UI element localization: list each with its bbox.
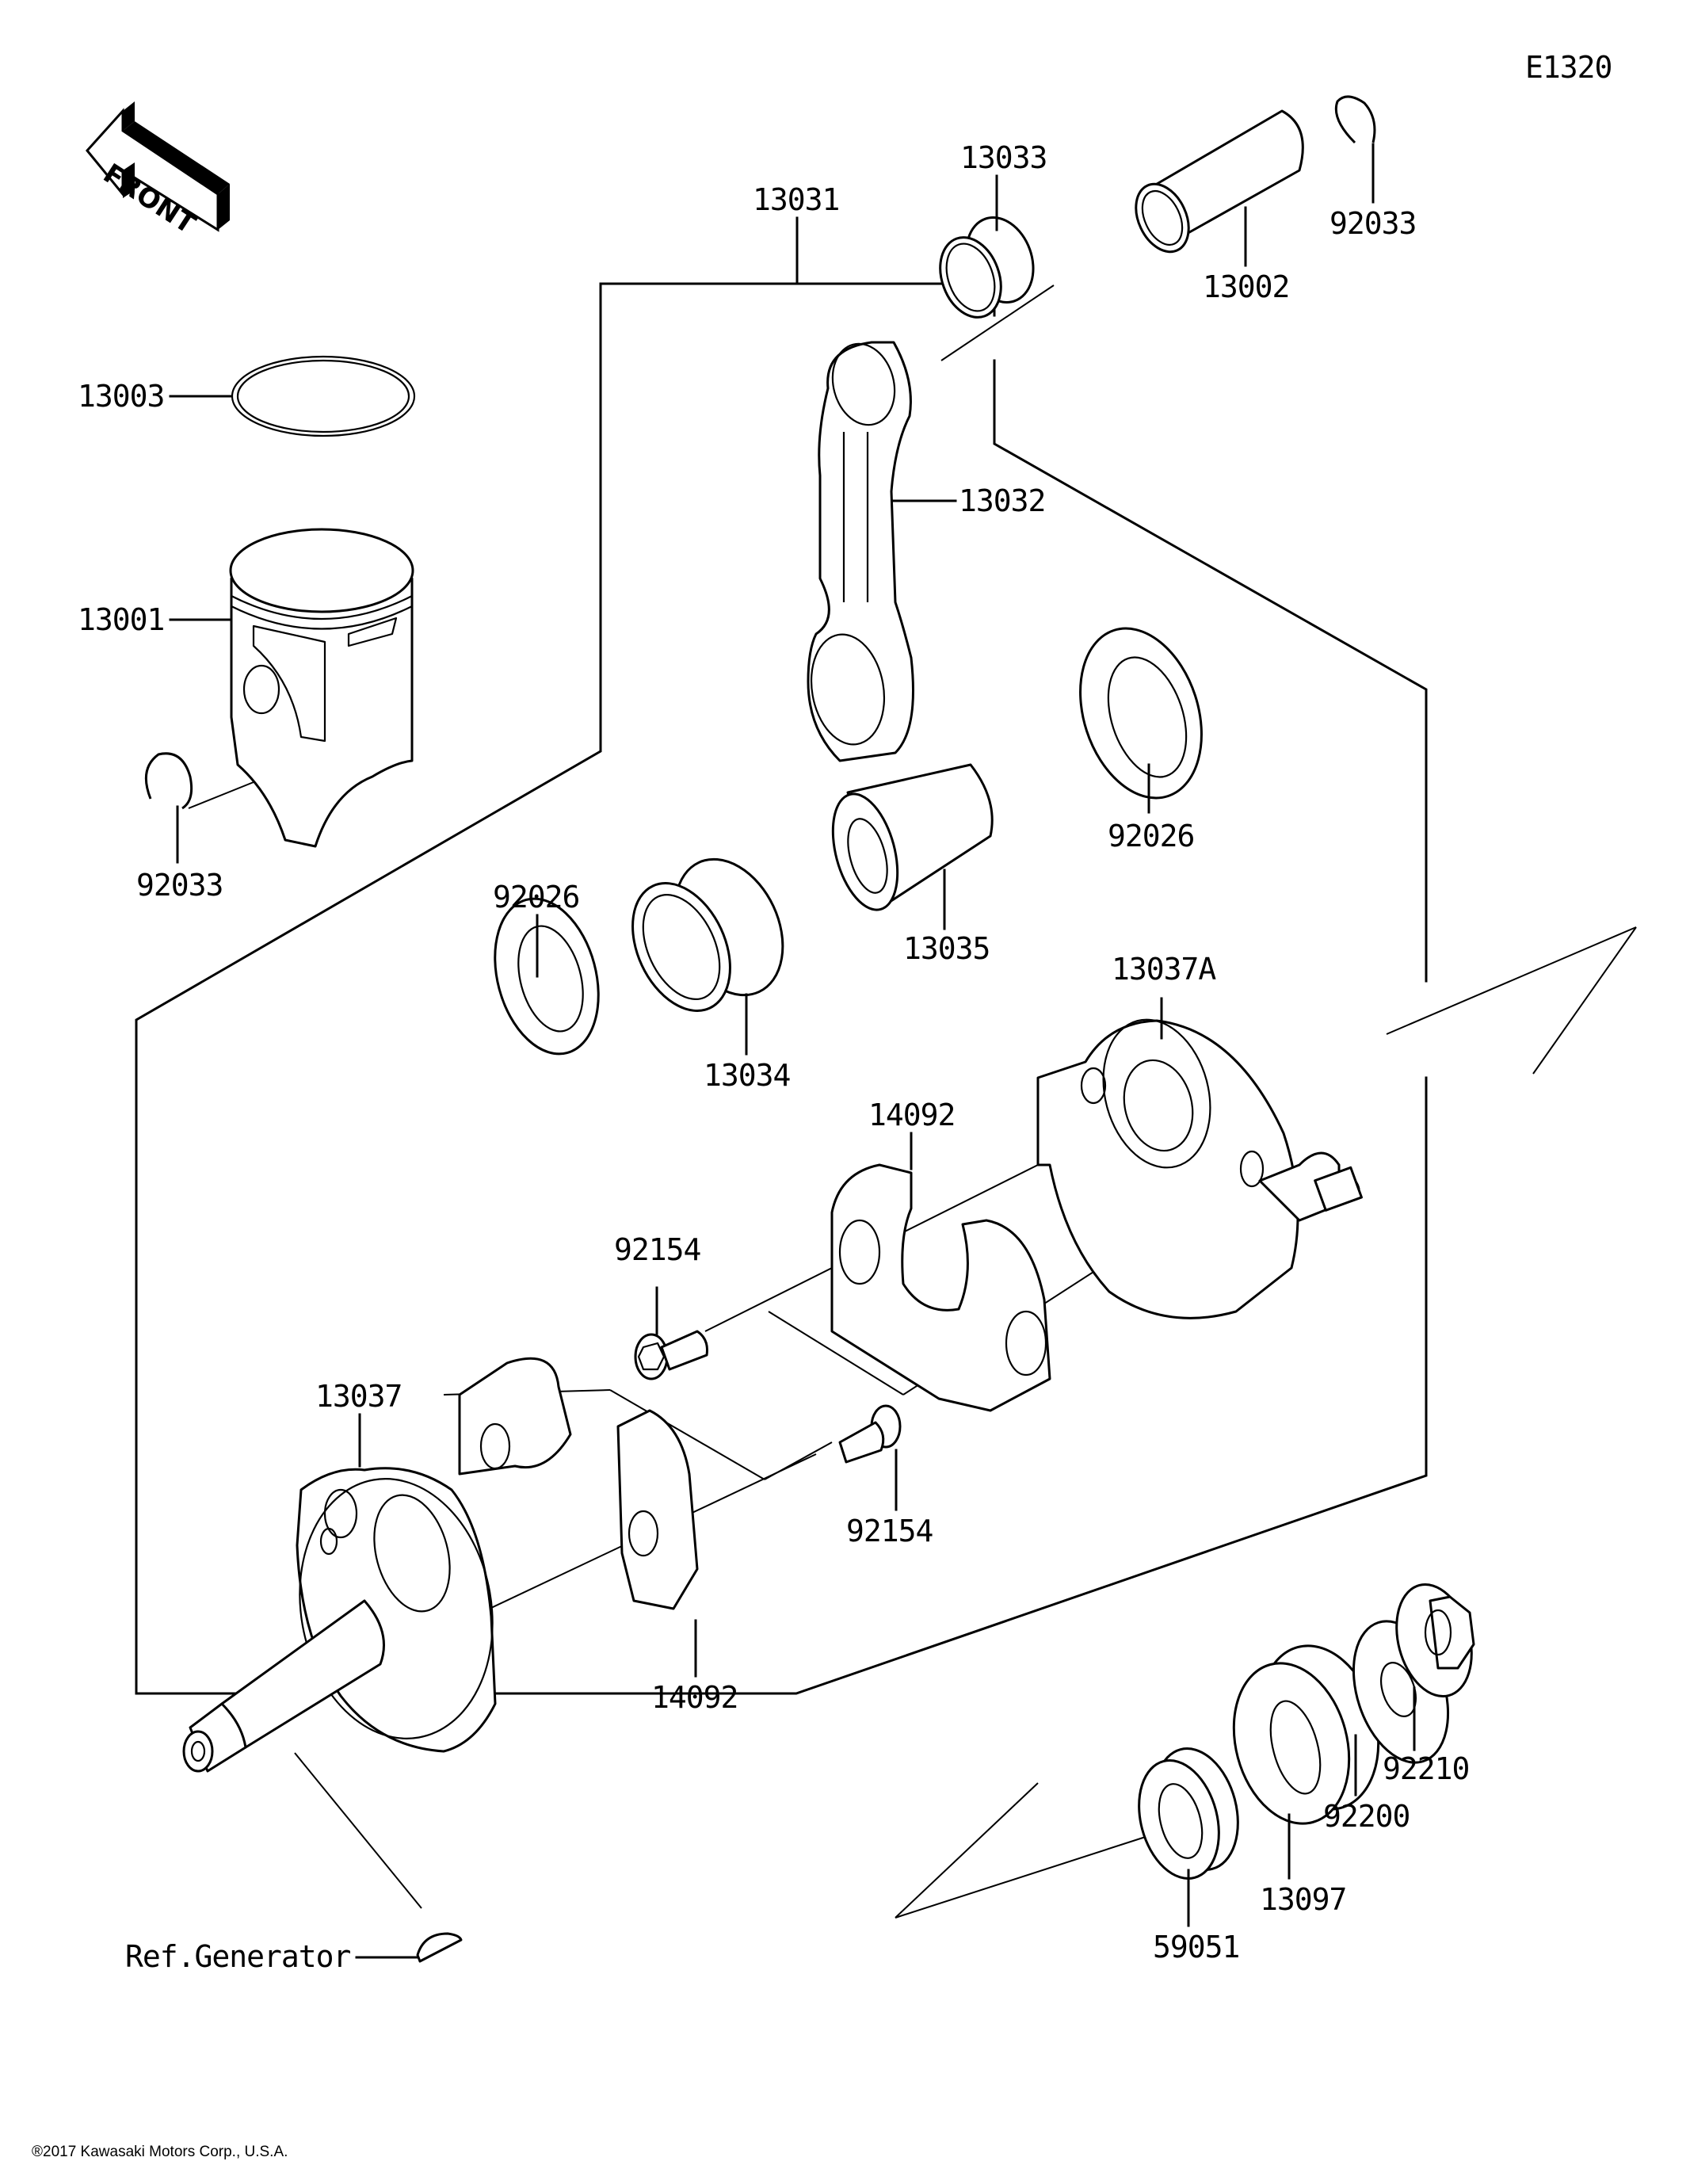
part-label-13097[interactable]: 13097 bbox=[1260, 1882, 1347, 1917]
part-label-13035[interactable]: 13035 bbox=[903, 931, 990, 966]
part-label-13032[interactable]: 13032 bbox=[959, 483, 1046, 518]
part-label-59051[interactable]: 59051 bbox=[1153, 1930, 1240, 1964]
large-gear bbox=[1232, 1644, 1380, 1825]
piston-pin bbox=[1135, 109, 1304, 254]
part-label-13033[interactable]: 13033 bbox=[960, 140, 1047, 175]
thrust-washer-right bbox=[1079, 627, 1203, 800]
part-label-92033-left[interactable]: 92033 bbox=[136, 868, 223, 903]
part-label-92154-upper[interactable]: 92154 bbox=[614, 1232, 702, 1267]
connecting-rod bbox=[807, 341, 914, 762]
crank-half-left bbox=[182, 1357, 699, 1773]
circlip-left bbox=[144, 752, 193, 810]
circlip-right bbox=[1334, 95, 1376, 144]
crank-web-upper bbox=[830, 1163, 1051, 1412]
part-label-92154-lower[interactable]: 92154 bbox=[846, 1514, 934, 1548]
part-label-13034[interactable]: 13034 bbox=[704, 1058, 792, 1093]
woodruff-key-icon bbox=[416, 1932, 463, 1963]
part-label-92026-right[interactable]: 92026 bbox=[1108, 819, 1195, 853]
copyright-notice: ®2017 Kawasaki Motors Corp., U.S.A. bbox=[32, 2144, 288, 2160]
part-label-92033-right[interactable]: 92033 bbox=[1329, 206, 1417, 241]
part-label-13001[interactable]: 13001 bbox=[78, 602, 165, 637]
flange-nut bbox=[1395, 1583, 1475, 1698]
part-label-13031[interactable]: 13031 bbox=[753, 182, 840, 217]
part-label-92200[interactable]: 92200 bbox=[1323, 1799, 1410, 1834]
crank-pin bbox=[831, 763, 994, 911]
bolt-upper bbox=[634, 1330, 708, 1380]
small-gear bbox=[1138, 1747, 1239, 1880]
big-end-bearing bbox=[631, 857, 784, 1012]
part-label-14092-lower[interactable]: 14092 bbox=[651, 1680, 738, 1715]
crank-half-right bbox=[1036, 1018, 1363, 1319]
bolt-lower bbox=[838, 1404, 902, 1464]
part-label-14092-upper[interactable]: 14092 bbox=[868, 1098, 956, 1132]
ref-generator-note[interactable]: Ref.Generator bbox=[125, 1939, 352, 1974]
diagram-code: E1320 bbox=[1525, 50, 1612, 85]
part-label-92210[interactable]: 92210 bbox=[1383, 1751, 1470, 1786]
small-end-bearing bbox=[939, 216, 1035, 319]
part-label-13003[interactable]: 13003 bbox=[78, 379, 165, 414]
part-label-13037A[interactable]: 13037A bbox=[1112, 952, 1217, 987]
front-arrow-icon: FRONT bbox=[86, 101, 230, 241]
part-label-13037[interactable]: 13037 bbox=[315, 1379, 402, 1414]
piston-ring bbox=[231, 355, 416, 437]
part-label-92026-left[interactable]: 92026 bbox=[493, 880, 580, 914]
part-label-13002[interactable]: 13002 bbox=[1203, 269, 1290, 304]
thrust-washer-left bbox=[494, 897, 600, 1056]
piston bbox=[229, 528, 414, 848]
